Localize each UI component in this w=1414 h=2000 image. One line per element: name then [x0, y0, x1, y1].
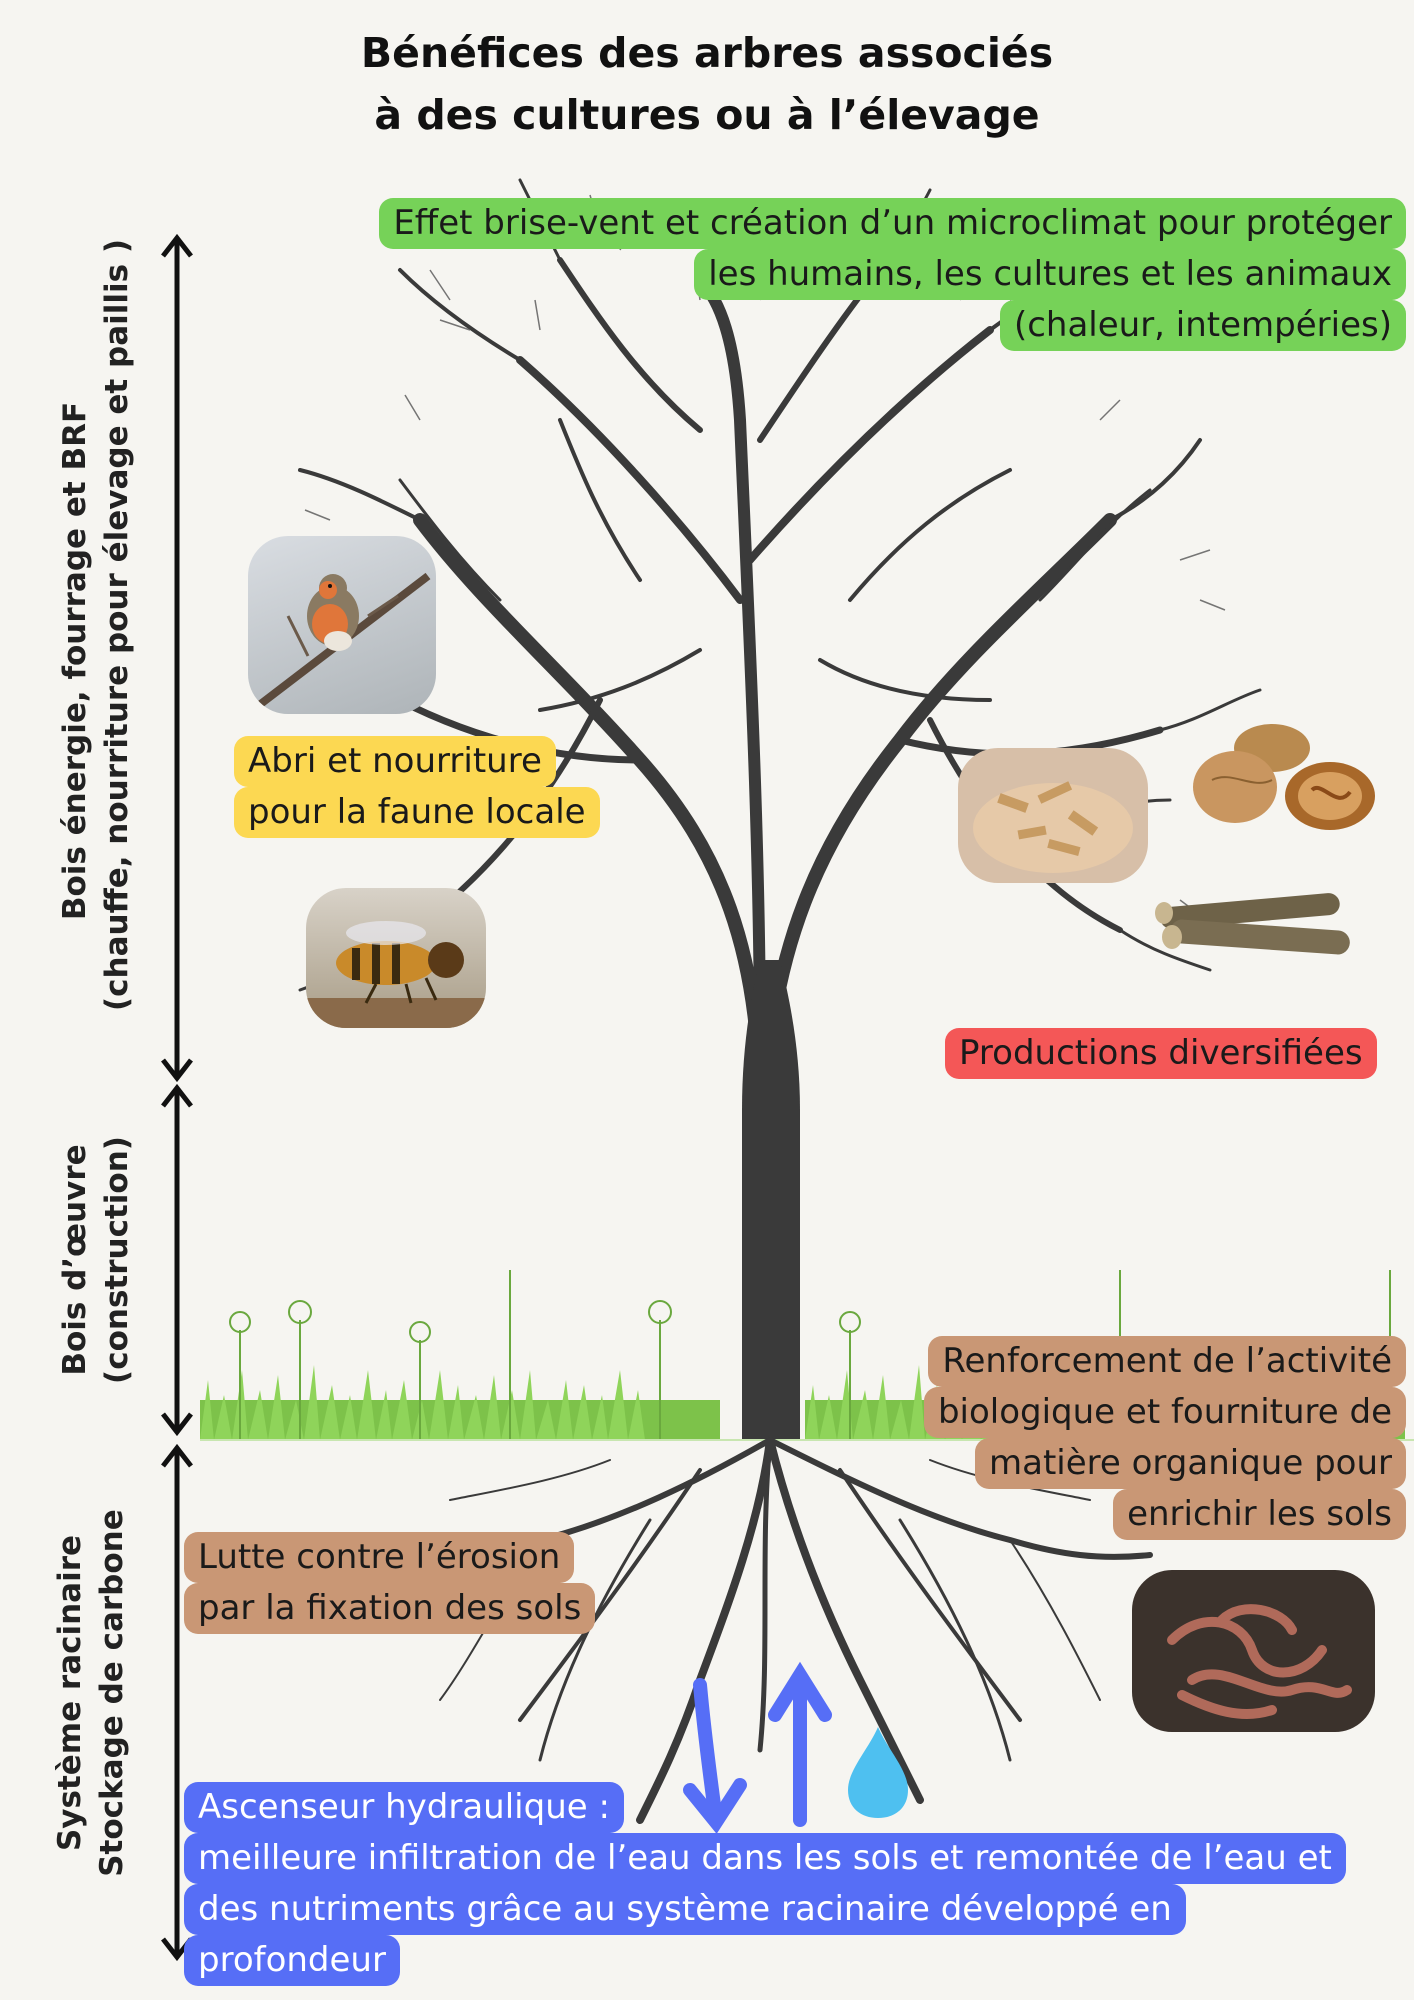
fauna-line-1: Abri et nourriture: [234, 736, 556, 787]
arrow-timber: [161, 1083, 193, 1437]
title-line-2: à des cultures ou à l’élevage: [374, 91, 1040, 139]
bee-photo: [306, 888, 486, 1028]
arrow-firewood: [161, 233, 193, 1083]
fauna-label: Abri et nourriture pour la faune locale: [234, 736, 600, 838]
soil-biology-label: Renforcement de l’activité biologique et…: [923, 1336, 1406, 1540]
side-label-roots: Système racinaire Stockage de carbone: [49, 1503, 139, 1883]
productions-label: Productions diversifiées: [945, 1028, 1377, 1079]
side-label-timber: Bois d’œuvre (construction): [54, 1120, 144, 1400]
side-label-firewood-line-2: (chauffe, nourriture pour élevage et pai…: [99, 238, 135, 1011]
fauna-line-2: pour la faune locale: [234, 787, 600, 838]
side-label-roots-line-1: Système racinaire: [52, 1534, 88, 1852]
soil-biology-line-2: biologique et fourniture de: [923, 1387, 1406, 1438]
page-title: Bénéfices des arbres associés à des cult…: [0, 22, 1414, 146]
windbreak-label: Effet brise-vent et création d’un microc…: [379, 198, 1406, 351]
erosion-line-1: Lutte contre l’érosion: [184, 1532, 575, 1583]
side-label-timber-line-2: (construction): [99, 1136, 135, 1384]
erosion-label: Lutte contre l’érosion par la fixation d…: [184, 1532, 596, 1634]
side-label-roots-line-2: Stockage de carbone: [94, 1509, 130, 1877]
hydraulic-line-1: Ascenseur hydraulique :: [184, 1782, 624, 1833]
walnuts-photo: [1192, 720, 1377, 835]
hydraulic-line-3: des nutriments grâce au système racinair…: [184, 1884, 1186, 1935]
title-line-1: Bénéfices des arbres associés: [360, 29, 1054, 77]
side-label-timber-line-1: Bois d’œuvre: [57, 1144, 93, 1376]
wood-chips-photo: [958, 748, 1148, 883]
water-drop-icon: [848, 1727, 908, 1818]
side-label-firewood-line-1: Bois énergie, fourrage et BRF: [57, 401, 93, 921]
hydraulic-line-4: profondeur: [184, 1935, 400, 1986]
windbreak-line-3: (chaleur, intempéries): [999, 300, 1406, 351]
earthworms-photo: [1132, 1570, 1375, 1732]
hydraulic-label: Ascenseur hydraulique : meilleure infilt…: [184, 1782, 1346, 1986]
productions-line-1: Productions diversifiées: [945, 1028, 1377, 1079]
windbreak-line-2: les humains, les cultures et les animaux: [694, 249, 1406, 300]
logs-photo: [1150, 880, 1365, 965]
erosion-line-2: par la fixation des sols: [184, 1583, 596, 1634]
tree-trunk: [742, 960, 800, 1440]
water-down-arrow: [683, 1678, 747, 1834]
soil-biology-line-3: matière organique pour: [975, 1438, 1406, 1489]
hydraulic-line-2: meilleure infiltration de l’eau dans les…: [184, 1833, 1346, 1884]
robin-photo: [248, 536, 436, 714]
soil-biology-line-4: enrichir les sols: [1113, 1489, 1406, 1540]
windbreak-line-1: Effet brise-vent et création d’un microc…: [379, 198, 1406, 249]
side-label-firewood: Bois énergie, fourrage et BRF (chauffe, …: [54, 238, 144, 1011]
water-up-arrow: [768, 1661, 832, 1827]
soil-biology-line-1: Renforcement de l’activité: [928, 1336, 1406, 1387]
